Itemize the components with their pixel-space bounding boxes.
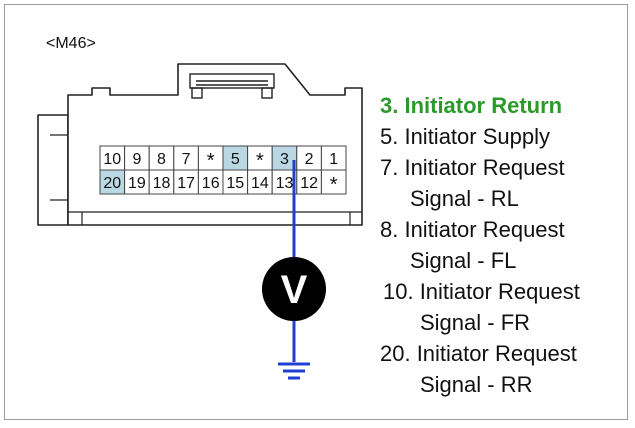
voltmeter: V (262, 257, 326, 321)
pin-label: 12 (300, 175, 318, 192)
legend-line-6: Signal - FL (410, 248, 517, 273)
legend-line-7: 10. Initiator Request (383, 279, 580, 304)
pin-cell-bottom-5 (222, 169, 249, 195)
legend-line-5: 8. Initiator Request (380, 217, 565, 242)
pin-label: 19 (128, 175, 146, 192)
pin-label: 15 (226, 175, 244, 192)
pin-label: * (256, 150, 264, 172)
pin-label: * (330, 174, 338, 196)
left-lock-tab (37, 114, 69, 226)
legend-line-8: Signal - FR (420, 310, 531, 335)
pin-label: 20 (103, 175, 121, 192)
pin-cell-bottom-8 (296, 169, 322, 195)
legend-line-2: 5. Initiator Supply (380, 124, 550, 149)
pin-label: 10 (103, 151, 121, 168)
pin-cell-top-8 (296, 145, 322, 171)
pin-label: 7 (182, 151, 191, 168)
pin-cell-top-3 (173, 145, 199, 171)
pin-label: 5 (231, 151, 240, 168)
pin-cell-bottom-1 (124, 169, 150, 195)
pin-label: 8 (157, 151, 166, 168)
pin-legend: 3. Initiator Return 5. Initiator Supply … (380, 90, 580, 400)
ground-icon (278, 362, 310, 380)
pin-label: * (207, 150, 215, 172)
pin-label: 9 (132, 151, 141, 168)
legend-line-4: Signal - RL (410, 186, 519, 211)
legend-line-10: Signal - RR (420, 372, 533, 397)
pin-label: 1 (329, 151, 338, 168)
pin-cell-bottom-3 (173, 169, 199, 195)
pin-label: 13 (276, 175, 294, 192)
latch (189, 73, 275, 99)
voltmeter-circle (262, 257, 326, 321)
connector-label: <M46> (46, 35, 96, 52)
pin-label: 16 (202, 175, 220, 192)
pin-label: 18 (153, 175, 171, 192)
legend-line-9: 20. Initiator Request (380, 341, 577, 366)
pin-label: 17 (177, 175, 195, 192)
pin-cell-bottom-0 (99, 169, 126, 195)
pin-label: 14 (251, 175, 269, 192)
legend-line-3: 7. Initiator Request (380, 155, 565, 180)
voltmeter-symbol: V (281, 268, 308, 312)
pin-label: 3 (280, 151, 289, 168)
housing-inner-lines (50, 134, 362, 225)
pin-label: 2 (305, 151, 314, 168)
pin-cell-bottom-9 (320, 169, 347, 195)
legend-line-1: 3. Initiator Return (380, 93, 563, 118)
